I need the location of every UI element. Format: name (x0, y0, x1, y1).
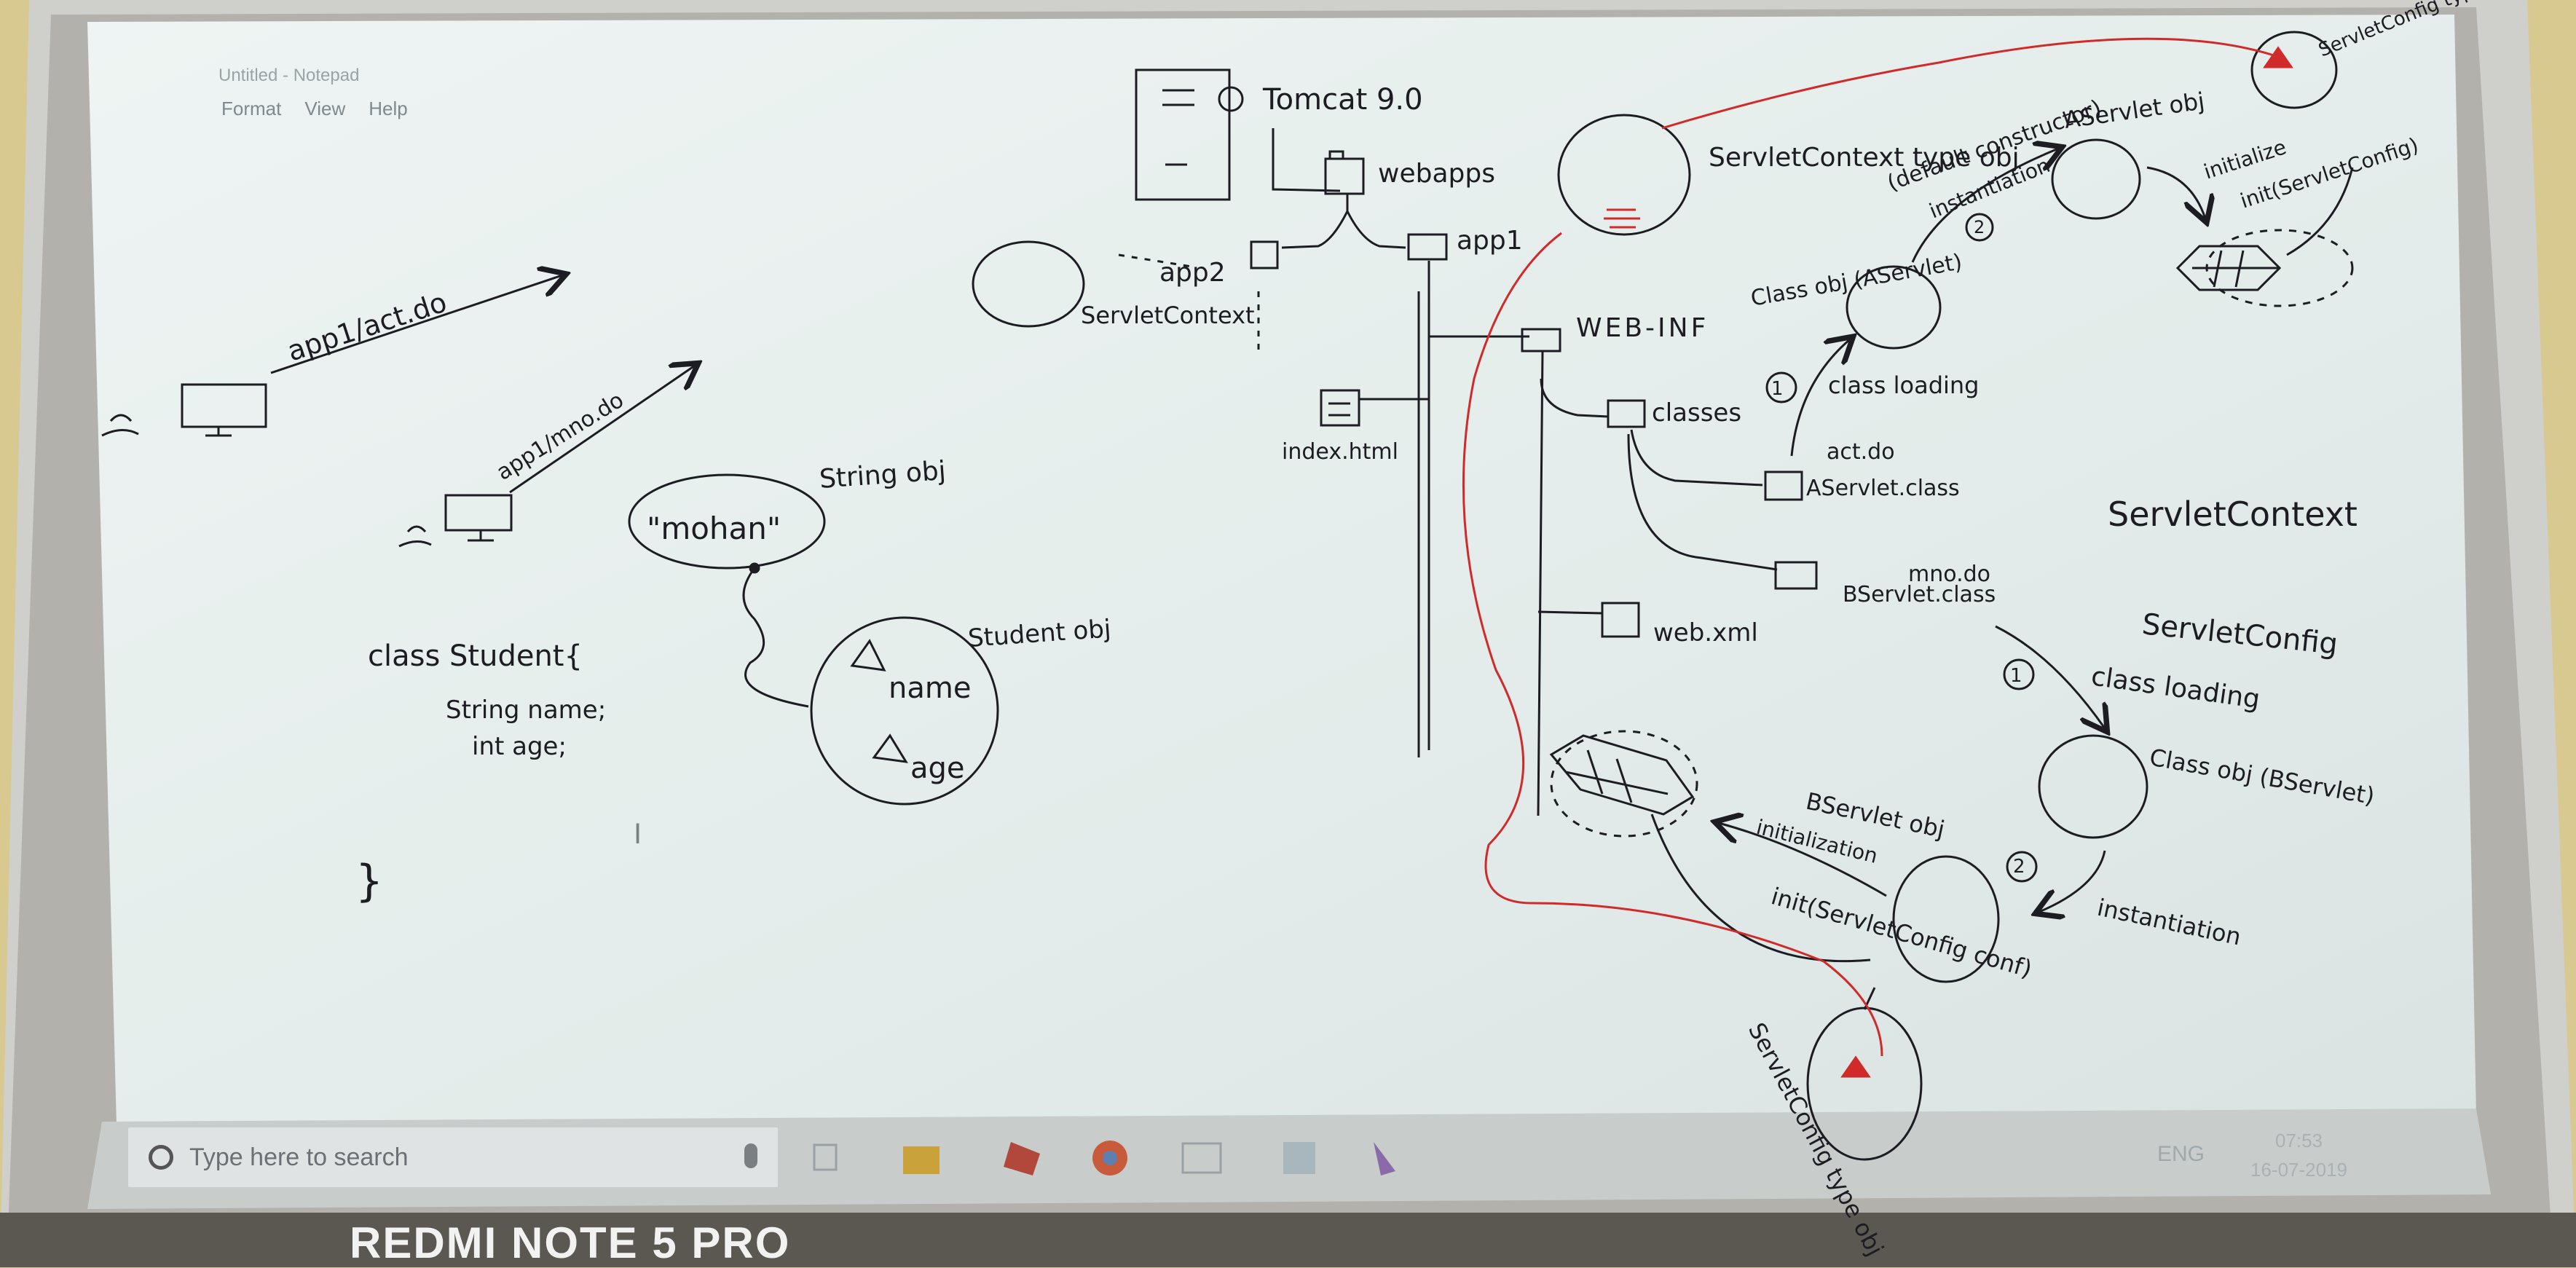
classes-label: classes (1652, 398, 1741, 428)
step2-a: 2 (1974, 217, 1985, 237)
code-line-4: } (355, 856, 383, 907)
string-obj-circle (628, 473, 826, 570)
app1-label: app1 (1457, 226, 1523, 256)
webxml-file-icon (1601, 602, 1640, 638)
webapps-folder-icon (1324, 150, 1365, 195)
app1-folder-icon (1407, 233, 1448, 261)
classes-folder-icon (1607, 399, 1646, 428)
step2-b: 2 (2013, 856, 2025, 878)
app2-label: app2 (1159, 258, 1226, 288)
webapps-label: webapps (1378, 159, 1495, 189)
servletcontext-label-left: ServletContext (1081, 302, 1255, 329)
notepad-icon[interactable] (1280, 1138, 1318, 1171)
task-view-icon[interactable] (807, 1138, 845, 1171)
notepad-menu: Format View Help (218, 98, 411, 120)
field-name: name (889, 672, 971, 705)
clock-time: 07:53 (2274, 1130, 2323, 1151)
servletcontext-obj-circle (1557, 114, 1691, 236)
whiteboard-surface (87, 15, 2476, 1125)
string-value: "mohan" (647, 511, 781, 546)
code-line-1: class Student{ (368, 639, 583, 673)
class-loading-a-label: class loading (1828, 371, 1979, 399)
winrar-icon[interactable] (1001, 1138, 1039, 1171)
file-explorer-icon[interactable] (902, 1138, 940, 1171)
step1-b: 1 (2010, 665, 2022, 687)
client-monitor-2 (444, 494, 513, 532)
taskbar-search-box[interactable]: Type here to search (128, 1127, 778, 1187)
microphone-icon[interactable] (744, 1143, 757, 1168)
search-placeholder[interactable]: Type here to search (189, 1143, 409, 1171)
paint-icon[interactable] (1369, 1138, 1407, 1171)
menu-help[interactable]: Help (369, 98, 408, 119)
client-monitor-1 (181, 383, 267, 428)
chrome-icon[interactable] (1091, 1138, 1129, 1171)
right-diagram (1549, 31, 2354, 1161)
bservlet-obj-circle (1892, 855, 2000, 983)
servletcontext-note: ServletContext (2108, 495, 2358, 534)
code-line-3: int age; (472, 732, 567, 761)
window-icon[interactable] (1183, 1138, 1221, 1171)
webinf-folder-icon (1521, 328, 1561, 353)
index-html-label: index.html (1282, 439, 1398, 465)
bservlet-file-icon (1774, 561, 1818, 590)
code-line-2: String name; (446, 696, 606, 725)
menu-format[interactable]: Format (221, 98, 282, 119)
field-age: age (910, 752, 965, 785)
red-links (1462, 37, 2293, 1078)
language-indicator[interactable]: ENG (2157, 1142, 2205, 1166)
student-obj-circle (810, 616, 999, 806)
clock[interactable]: 07:53 16-07-2019 (2250, 1126, 2347, 1184)
server-tower-icon (1135, 68, 1231, 201)
act-do-label: act.do (1827, 439, 1895, 465)
left-diagram (101, 275, 999, 806)
sc-obj-label: ServletContext type obj (1709, 143, 2020, 173)
text-cursor-icon: I (634, 818, 642, 850)
tomcat-label: Tomcat 9.0 (1262, 83, 1423, 117)
config-lattice-bottom (1549, 734, 1695, 816)
config-obj-bottom-dashed (1550, 730, 1698, 838)
bservlet-file-label: BServlet.class (1843, 582, 1996, 607)
gear-icon (1218, 86, 1244, 112)
server-tree (972, 68, 1818, 816)
servletconfig-obj-circle-top (2250, 31, 2338, 109)
step1-a: 1 (1771, 378, 1784, 400)
aservlet-obj-circle (2051, 138, 2141, 220)
classobj-a-circle (1846, 265, 1942, 350)
cortana-icon[interactable] (149, 1145, 173, 1170)
menu-view[interactable]: View (304, 98, 346, 119)
server-labels: Tomcat 9.0 webapps app1 app2 ServletCont… (1081, 83, 1996, 647)
app2-folder-icon (1250, 240, 1279, 269)
clock-date: 16-07-2019 (2250, 1159, 2347, 1181)
aservlet-file-icon (1764, 470, 1803, 501)
webinf-label: WEB-INF (1576, 313, 1709, 343)
index-html-file-icon (1320, 389, 1360, 427)
notepad-title: Untitled - Notepad (218, 66, 360, 85)
mno-do-label: mno.do (1908, 562, 1990, 587)
servletcontext-circle-left (972, 240, 1085, 328)
camera-watermark: REDMI NOTE 5 PRO (350, 1218, 791, 1267)
aservlet-file-label: AServlet.class (1806, 476, 1960, 501)
webxml-label: web.xml (1653, 618, 1758, 647)
taskbar-icon-glyphs (813, 1141, 1395, 1176)
